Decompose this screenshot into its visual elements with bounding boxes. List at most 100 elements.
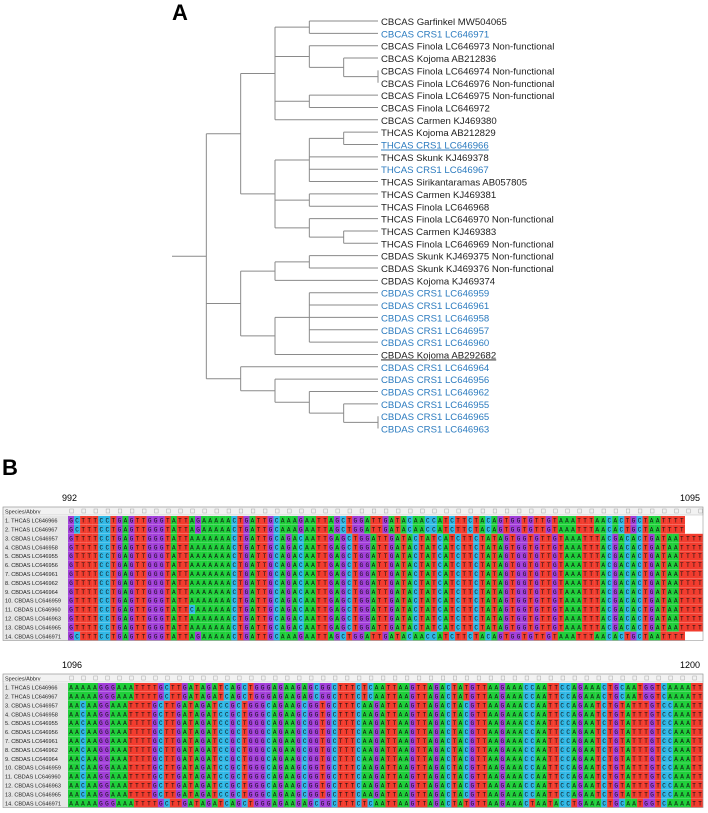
base-letter: T (626, 527, 630, 534)
base-letter: T (589, 624, 593, 631)
base-cell (571, 710, 577, 719)
base-letter: A (220, 553, 224, 560)
base-letter: G (614, 738, 618, 745)
base-cell (284, 701, 290, 710)
base-cell (685, 745, 691, 754)
base-letter: A (601, 580, 605, 587)
base-letter: C (81, 756, 85, 763)
base-letter: G (287, 589, 291, 596)
base-letter: A (196, 589, 200, 596)
base-cell (643, 745, 649, 754)
base-cell (110, 710, 116, 719)
base-cell (395, 578, 401, 587)
base-letter: C (438, 535, 442, 542)
base-letter: A (571, 616, 575, 623)
base-letter: T (535, 527, 539, 534)
base-letter: T (378, 571, 382, 578)
base-letter: G (329, 589, 333, 596)
sequence-name: 12. CBDAS LC646963 (5, 617, 61, 623)
base-letter: A (620, 553, 624, 560)
base-letter: A (565, 571, 569, 578)
base-cell (298, 605, 304, 614)
base-letter: A (441, 694, 445, 701)
base-cell (310, 614, 316, 623)
base-letter: C (99, 518, 103, 525)
base-letter: A (291, 702, 295, 709)
base-letter: G (201, 702, 205, 709)
base-cell (577, 692, 583, 701)
base-letter: G (553, 553, 557, 560)
base-cell (176, 719, 182, 728)
base-letter: G (99, 694, 103, 701)
base-cell (607, 745, 613, 754)
base-cell (391, 692, 397, 701)
base-cell (479, 543, 485, 552)
base-cell (697, 552, 703, 561)
base-letter: C (225, 729, 229, 736)
base-letter: T (596, 747, 600, 754)
base-cell (491, 543, 497, 552)
base-letter: G (650, 685, 654, 692)
base-cell (589, 728, 595, 737)
base-letter: C (333, 685, 337, 692)
base-cell (413, 516, 419, 525)
base-letter: C (99, 544, 103, 551)
base-cell (503, 561, 509, 570)
base-letter: T (75, 571, 79, 578)
base-cell (576, 543, 582, 552)
base-cell (165, 623, 171, 632)
base-letter: A (565, 553, 569, 560)
base-cell (475, 745, 481, 754)
ruler-tick (179, 509, 183, 513)
base-letter: G (297, 711, 301, 718)
base-letter: T (686, 624, 690, 631)
base-cell (679, 692, 685, 701)
base-cell (485, 578, 491, 587)
base-letter: T (668, 633, 672, 640)
base-letter: G (650, 747, 654, 754)
base-letter: T (323, 527, 327, 534)
base-cell (491, 578, 497, 587)
base-cell (110, 632, 116, 641)
base-cell (316, 561, 322, 570)
base-cell (576, 516, 582, 525)
base-cell (322, 561, 328, 570)
base-letter: A (87, 738, 91, 745)
base-cell (395, 587, 401, 596)
base-letter: A (69, 756, 73, 763)
base-cell (415, 710, 421, 719)
base-letter: A (305, 571, 309, 578)
base-letter: A (372, 562, 376, 569)
base-letter: T (136, 535, 140, 542)
base-letter: T (559, 571, 563, 578)
base-cell (140, 692, 146, 701)
base-cell (691, 534, 697, 543)
base-cell (141, 561, 147, 570)
base-cell (358, 516, 364, 525)
base-cell (606, 587, 612, 596)
base-cell (104, 569, 110, 578)
base-letter: A (571, 553, 575, 560)
base-cell (419, 578, 425, 587)
base-letter: G (118, 553, 122, 560)
base-cell (352, 632, 358, 641)
base-cell (80, 561, 86, 570)
base-letter: A (214, 589, 218, 596)
base-letter: C (303, 756, 307, 763)
base-letter: A (123, 711, 127, 718)
base-cell (540, 605, 546, 614)
base-letter: T (595, 571, 599, 578)
base-letter: A (202, 624, 206, 631)
base-letter: G (160, 535, 164, 542)
base-cell (552, 569, 558, 578)
base-letter: A (281, 607, 285, 614)
base-cell (98, 543, 104, 552)
base-letter: C (607, 544, 611, 551)
base-letter: A (656, 562, 660, 569)
base-letter: A (577, 544, 581, 551)
base-letter: A (396, 589, 400, 596)
base-letter: C (233, 518, 237, 525)
base-letter: T (483, 738, 487, 745)
base-cell (346, 525, 352, 534)
base-cell (322, 623, 328, 632)
